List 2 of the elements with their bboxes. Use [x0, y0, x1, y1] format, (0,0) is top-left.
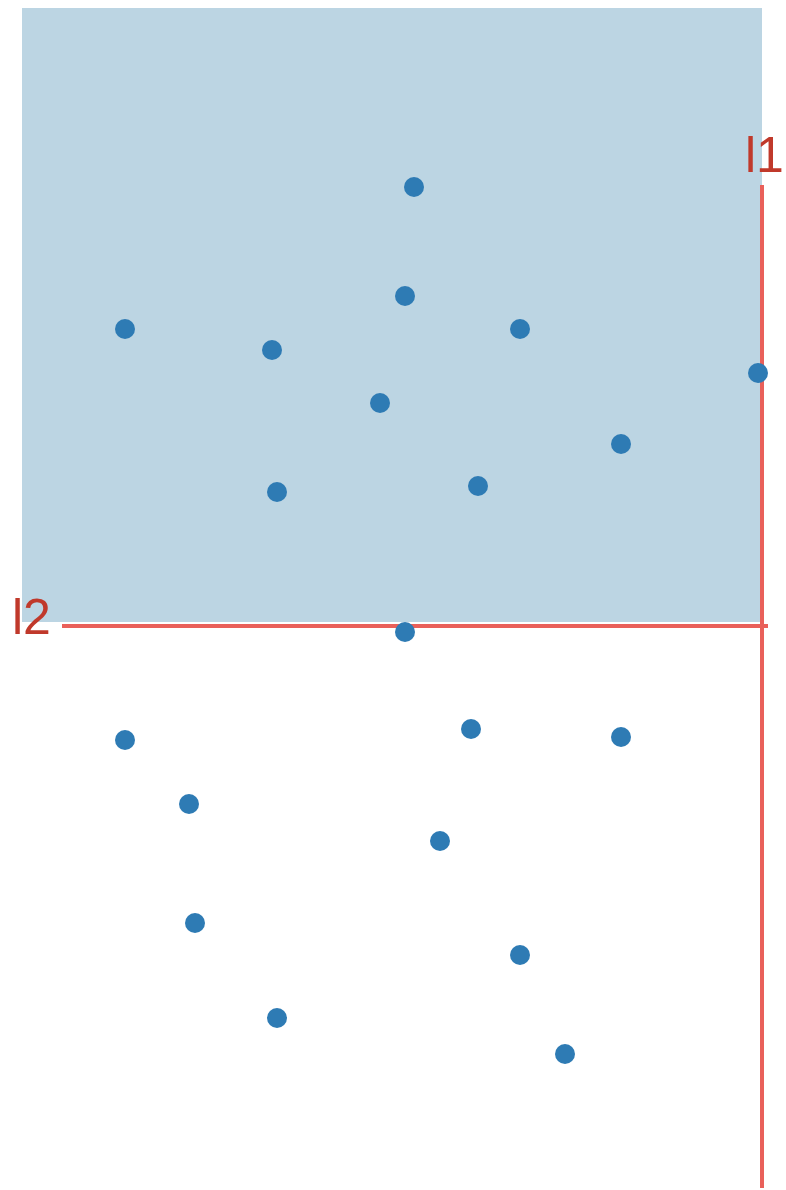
line-label: l2 [12, 592, 51, 642]
line-label: l1 [745, 130, 784, 180]
